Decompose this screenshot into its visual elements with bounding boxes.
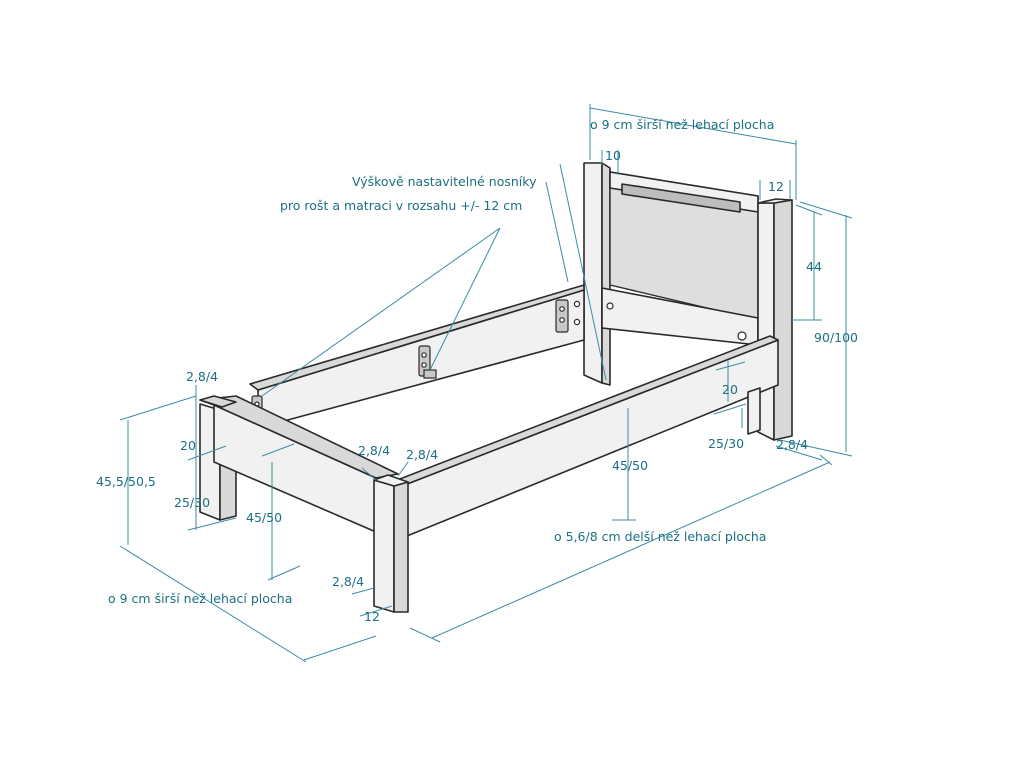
label-right-25-30: 25/30 (708, 436, 744, 451)
label-beams-line2: pro rošt a matraci v rozsahu +/- 12 cm (280, 198, 522, 213)
label-side-45-50: 45/50 (612, 458, 648, 473)
label-post-10: 10 (605, 148, 621, 163)
rail-hole (606, 302, 614, 310)
label-beams-line1: Výškově nastavitelné nosníky (352, 174, 537, 189)
back-side-rail (249, 284, 585, 429)
headboard-left-post-side (601, 162, 611, 386)
label-right-20: 20 (722, 382, 738, 397)
label-left-20: 20 (180, 438, 196, 453)
label-foot-width: o 9 cm širší než lehací plocha (108, 591, 292, 606)
labels: o 9 cm širší než lehací plocha 10 12 Výš… (96, 117, 858, 624)
front-post-top (373, 474, 409, 487)
front-side-rail (391, 335, 779, 539)
label-right-2-8-4: 2,8/4 (776, 437, 808, 452)
footboard-post-top-left (199, 395, 237, 408)
label-headboard-44: 44 (806, 259, 822, 274)
label-foot-2-8-4: 2,8/4 (332, 574, 364, 589)
label-headboard-height: 90/100 (814, 330, 858, 345)
label-length-note: o 5,6/8 cm delší než lehací plocha (554, 529, 766, 544)
label-foot-12: 12 (364, 609, 380, 624)
front-post-side (393, 481, 409, 613)
beam-bracket-2 (418, 345, 437, 379)
headboard-right-post-side (773, 199, 793, 441)
headboard-right-post-top (757, 198, 793, 204)
label-headboard-width: o 9 cm širší než lehací plocha (590, 117, 774, 132)
front-post-face (373, 479, 395, 613)
label-left-45-50: 45/50 (246, 510, 282, 525)
front-right-leg (747, 387, 761, 435)
back-rail-top (249, 284, 585, 391)
headboard-top-slot (621, 183, 741, 213)
footboard (199, 395, 399, 533)
label-left-25-30: 25/30 (174, 495, 210, 510)
label-mid-2-8-4-a: 2,8/4 (358, 443, 390, 458)
label-left-2-8-4: 2,8/4 (186, 369, 218, 384)
rail-hole (737, 331, 747, 341)
label-left-height: 45,5/50,5 (96, 474, 156, 489)
label-post-12: 12 (768, 179, 784, 194)
dimension-lines (119, 104, 853, 663)
front-left-post (373, 474, 409, 613)
beam-bracket-3 (555, 299, 581, 333)
label-mid-2-8-4-b: 2,8/4 (406, 447, 438, 462)
